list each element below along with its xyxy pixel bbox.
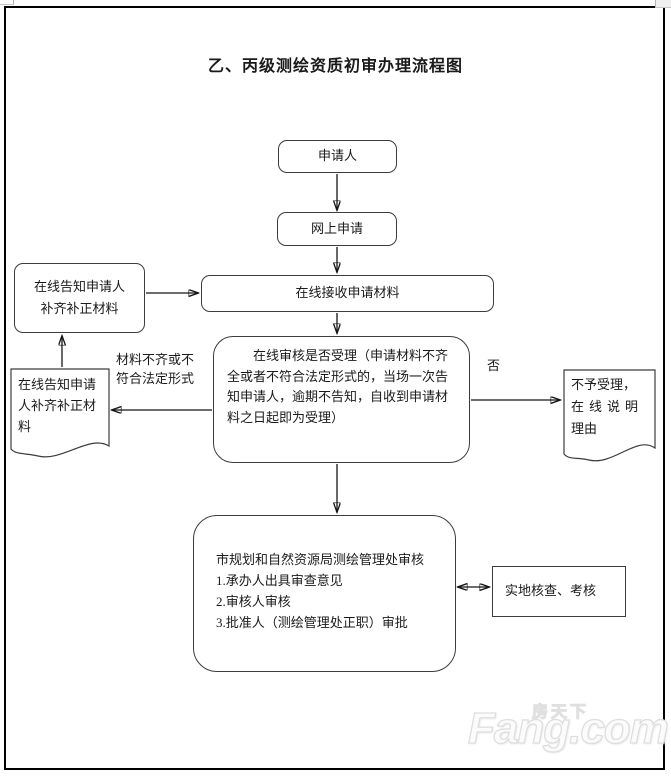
doc-reject-notice-text: 不予受理， 在线说明 理由 bbox=[571, 374, 653, 440]
node-notify-applicant-top: 在线告知申请人 补齐补正材料 bbox=[14, 263, 145, 333]
doc-reject-line1: 不予受理， bbox=[571, 377, 637, 392]
node-receive-materials: 在线接收申请材料 bbox=[201, 275, 494, 312]
doc-notify-applicant: 在线告知申请人补齐补正材料 bbox=[10, 368, 110, 460]
node-bureau-review: 市规划和自然资源局测绘管理处审核 1.承办人出具审查意见 2.审核人审核 3.批… bbox=[193, 515, 456, 672]
node-receive-materials-label: 在线接收申请材料 bbox=[295, 285, 400, 301]
doc-reject-line3: 理由 bbox=[571, 421, 598, 436]
doc-reject-notice: 不予受理， 在线说明 理由 bbox=[563, 369, 656, 463]
node-bureau-review-step3: 3.批准人（测绘管理处正职）审批 bbox=[216, 615, 408, 630]
node-site-check-label: 实地核查、考核 bbox=[505, 583, 597, 599]
page-border-frame bbox=[4, 6, 665, 770]
node-applicant-label: 申请人 bbox=[317, 148, 357, 164]
edge-label-no: 否 bbox=[487, 358, 501, 373]
doc-reject-line2: 在线说明 bbox=[571, 399, 644, 414]
node-notify-applicant-top-line1: 在线告知申请人 bbox=[33, 279, 125, 294]
doc-notify-applicant-text: 在线告知申请人补齐补正材料 bbox=[18, 377, 97, 434]
node-bureau-review-step2: 2.审核人审核 bbox=[216, 594, 291, 609]
node-online-review-decision: 在线审核是否受理（申请材料不齐全或者不符合法定形式的，当场一次告知申请人，逾期不… bbox=[213, 336, 470, 463]
node-notify-applicant-top-line2: 补齐补正材料 bbox=[40, 301, 119, 316]
scan-artifact-top-left bbox=[0, 0, 14, 5]
node-applicant: 申请人 bbox=[278, 140, 397, 173]
node-bureau-review-step1: 1.承办人出具审查意见 bbox=[216, 573, 343, 588]
scan-artifact-top-right bbox=[655, 0, 671, 8]
node-online-apply-label: 网上申请 bbox=[310, 220, 363, 236]
node-bureau-review-heading: 市规划和自然资源局测绘管理处审核 bbox=[216, 552, 425, 567]
flowchart-title: 乙、丙级测绘资质初审办理流程图 bbox=[207, 58, 463, 75]
edge-label-incomplete-materials: 材料不齐或不符合法定形式 bbox=[116, 352, 195, 386]
node-site-check: 实地核查、考核 bbox=[492, 566, 626, 617]
document-shape-outline bbox=[563, 369, 656, 462]
document-shape-outline bbox=[10, 368, 110, 458]
node-online-apply: 网上申请 bbox=[277, 212, 397, 246]
node-online-review-text: 在线审核是否受理（申请材料不齐全或者不符合法定形式的，当场一次告知申请人，逾期不… bbox=[227, 348, 449, 425]
